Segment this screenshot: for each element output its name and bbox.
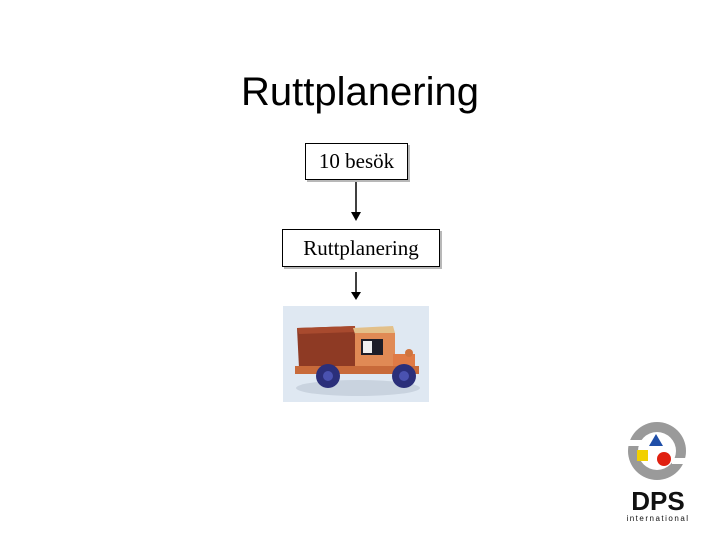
flow-box-visits: 10 besök	[305, 143, 408, 180]
toy-truck-image	[283, 306, 429, 402]
logo-tagline: international	[626, 514, 689, 523]
logo-wordmark: DPS	[631, 486, 684, 516]
slide-title: Ruttplanering	[241, 70, 479, 114]
dps-logo: DPS international	[624, 422, 692, 523]
down-arrow-icon	[351, 272, 361, 300]
flow-box-route-planning: Ruttplanering	[282, 229, 440, 267]
down-arrow-icon	[351, 182, 361, 221]
